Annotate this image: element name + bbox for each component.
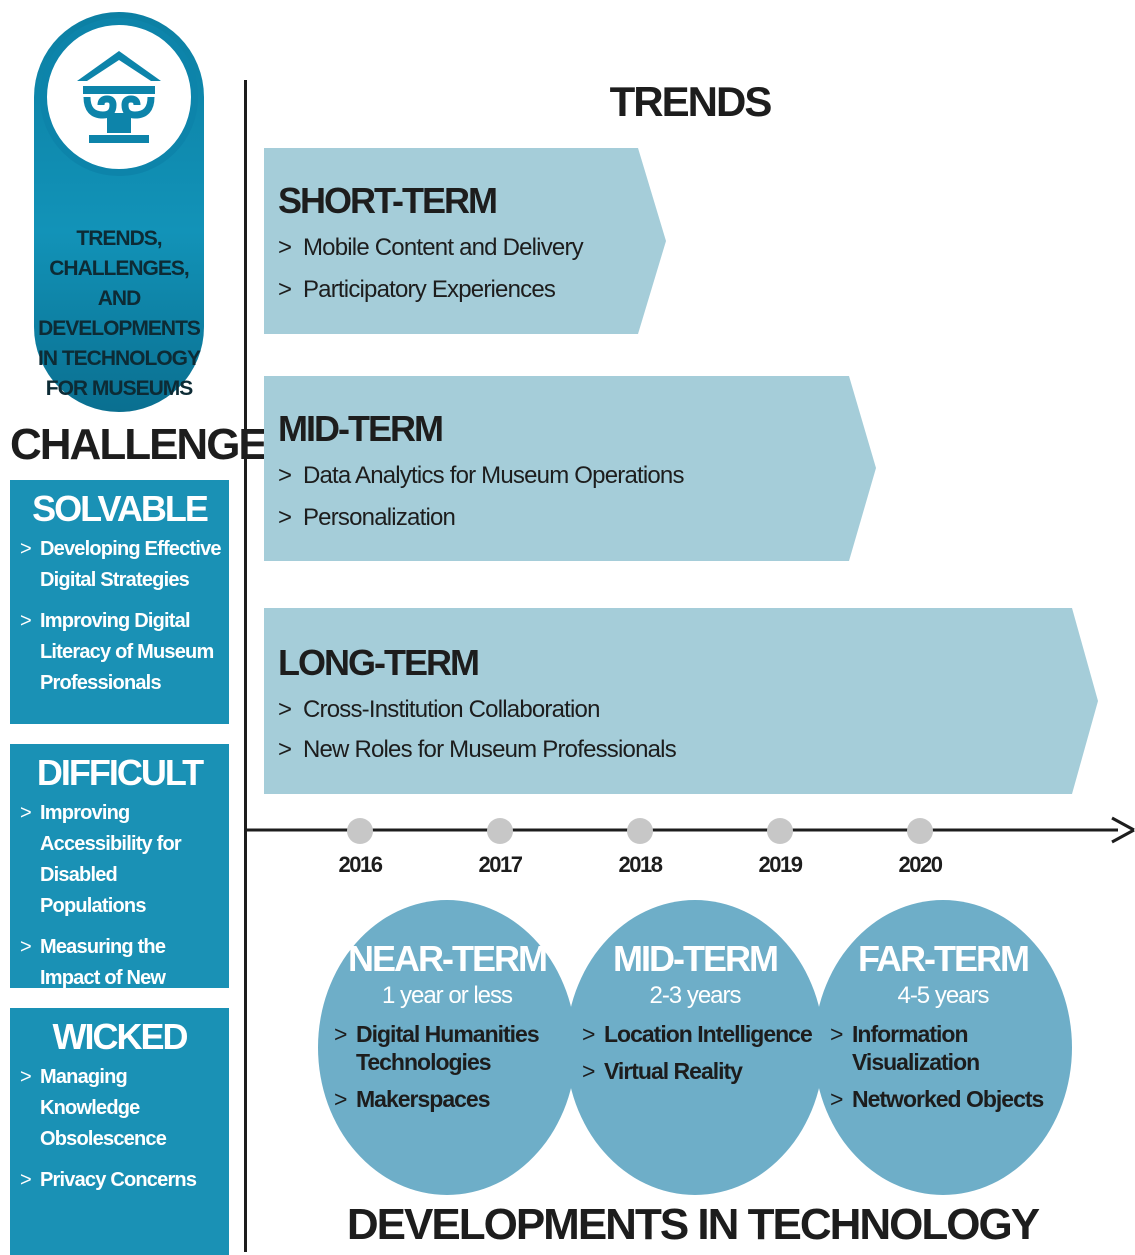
year-marker-dot <box>487 818 513 844</box>
development-circle-far-term: FAR-TERM 4-5 years > Information Visualiz… <box>814 900 1072 1195</box>
trend-item: > Data Analytics for Museum Operations <box>278 462 684 490</box>
year-label: 2017 <box>478 852 523 877</box>
badge-title: TRENDS, CHALLENGES, AND DEVELOPMENTS IN … <box>38 227 201 400</box>
museum-column-icon <box>77 51 161 143</box>
challenge-item: >Measuring the Impact of New Technologie… <box>10 932 223 1025</box>
challenge-item-text: Privacy Concerns <box>40 1169 197 1191</box>
trend-item-text: Mobile Content and Delivery <box>302 234 584 261</box>
bullet-marker: > <box>830 1086 843 1112</box>
trend-group-title: SHORT-TERM <box>278 180 498 221</box>
year-marker-dot <box>347 818 373 844</box>
trend-item-text: Participatory Experiences <box>302 276 556 303</box>
bullet-marker: > <box>278 234 292 261</box>
development-circle-mid-term: MID-TERM 2-3 years > Location Intelligenc… <box>566 900 824 1195</box>
bullet-marker: > <box>582 1058 595 1084</box>
development-group-title: MID-TERM <box>613 938 779 979</box>
bullet-marker: > <box>334 1086 347 1112</box>
development-item: > Virtual Reality <box>582 1057 818 1085</box>
challenge-group-title: DIFFICULT <box>36 752 204 793</box>
year-label: 2019 <box>758 852 803 877</box>
development-list: > Information Visualization > Networked Ob… <box>830 1020 1066 1122</box>
trend-item-text: Cross-Institution Collaboration <box>302 696 600 723</box>
trend-item-text: New Roles for Museum Professionals <box>302 736 677 763</box>
bullet-marker: > <box>20 936 32 958</box>
challenge-item: > Improving Digital Literacy of Museum Pr… <box>10 606 223 699</box>
bullet-marker: > <box>20 802 32 824</box>
bullet-marker: > <box>582 1021 595 1047</box>
development-item: > Makerspaces <box>334 1085 570 1113</box>
development-item: > Digital Humanities Technologies <box>334 1020 570 1076</box>
trend-group-title: MID-TERM <box>278 408 444 449</box>
trend-arrow-mid-term: MID-TERM > Data Analytics for Museum Ope… <box>264 376 876 561</box>
development-group-title: FAR-TERM <box>858 938 1030 979</box>
development-item-text: Makerspaces <box>356 1086 490 1112</box>
development-item-text: Virtual Reality <box>604 1058 743 1084</box>
badge-circle <box>40 18 198 176</box>
development-group-title: NEAR-TERM <box>348 938 548 979</box>
development-timeframe: 1 year or less <box>381 982 513 1009</box>
trend-group-title: LONG-TERM <box>278 642 480 683</box>
vertical-axis-line <box>244 80 247 1252</box>
bullet-marker: > <box>278 276 292 303</box>
year-marker-dot <box>767 818 793 844</box>
challenge-item: > Developing Effective Digital Strategies <box>10 534 223 596</box>
development-item-text: Location Intelligence <box>604 1021 813 1047</box>
year-marker-dot <box>907 818 933 844</box>
challenge-box-difficult: DIFFICULT > Improving Accessibility for D… <box>10 744 229 1020</box>
development-list: > Location Intelligence > Virtual Reality <box>582 1020 818 1094</box>
year-label: 2020 <box>898 852 943 877</box>
trend-item: > Mobile Content and Delivery <box>278 234 584 262</box>
bullet-marker: > <box>20 610 32 632</box>
challenge-item: > Privacy Concerns <box>10 1165 223 1196</box>
trend-arrow-long-term: LONG-TERM > Cross-Institution Collaborat… <box>264 608 1098 794</box>
development-timeframe: 4-5 years <box>897 982 989 1009</box>
challenge-item: > Managing Knowledge Obsolescence <box>10 1062 223 1155</box>
bullet-marker: > <box>278 504 292 531</box>
development-circle-near-term: NEAR-TERM 1 year or less > Digital Humani… <box>318 900 576 1195</box>
development-timeframe: 2-3 years <box>649 982 741 1009</box>
trend-item: > Personalization <box>278 504 456 532</box>
title-badge: TRENDS, CHALLENGES, AND DEVELOPMENTS IN … <box>34 12 204 412</box>
bullet-marker: > <box>830 1021 843 1047</box>
year-marker-dot <box>627 818 653 844</box>
trend-item-text: Data Analytics for Museum Operations <box>302 462 685 489</box>
year-label: 2016 <box>338 852 383 877</box>
bullet-marker: > <box>278 736 292 763</box>
bullet-marker: > <box>20 1169 32 1191</box>
development-item: > Information Visualization <box>830 1020 1066 1076</box>
bullet-marker: > <box>278 696 292 723</box>
challenges-heading: CHALLENGES <box>10 420 295 469</box>
challenge-item-text: Improving Accessibility for Disabled Pop… <box>40 802 182 917</box>
challenge-box-wicked: WICKED >Managing Knowledge Obsolescence … <box>10 1008 229 1255</box>
year-label: 2018 <box>618 852 663 877</box>
trends-heading: TRENDS <box>609 78 773 125</box>
trend-item: > Cross-Institution Collaboration <box>278 696 600 724</box>
challenge-item-text: Managing Knowledge Obsolescence <box>40 1066 167 1150</box>
bullet-marker: > <box>278 462 292 489</box>
challenge-item-text: Developing Effective Digital Strategies <box>40 538 222 591</box>
development-item-text: Digital Humanities Technologies <box>356 1021 540 1075</box>
challenge-item-text: Improving Digital Literacy of Museum Pro… <box>40 610 214 694</box>
challenge-group-title: SOLVABLE <box>32 488 209 529</box>
development-item: > Networked Objects <box>830 1085 1066 1113</box>
development-item: > Location Intelligence <box>582 1020 818 1048</box>
trend-item: > New Roles for Museum Professionals <box>278 736 677 764</box>
trend-arrow-short-term: SHORT-TERM > Mobile Content and Delivery… <box>264 148 666 334</box>
bullet-marker: > <box>20 538 32 560</box>
development-item-text: Networked Objects <box>852 1086 1044 1112</box>
trend-item: > Participatory Experiences <box>278 276 556 304</box>
timeline-arrowhead <box>1111 816 1135 844</box>
challenge-group-title: WICKED <box>52 1016 189 1057</box>
trend-item-text: Personalization <box>302 504 456 531</box>
developments-heading: DEVELOPMENTS IN TECHNOLOGY <box>346 1200 1040 1249</box>
bullet-marker: > <box>20 1066 32 1088</box>
bullet-marker: > <box>334 1021 347 1047</box>
challenge-item: > Improving Accessibility for Disabled Po… <box>10 798 223 922</box>
development-item-text: Information Visualization <box>852 1021 980 1075</box>
development-list: > Digital Humanities Technologies > Makers… <box>334 1020 570 1122</box>
challenge-box-solvable: SOLVABLE > Developing Effective Digital S… <box>10 480 229 724</box>
